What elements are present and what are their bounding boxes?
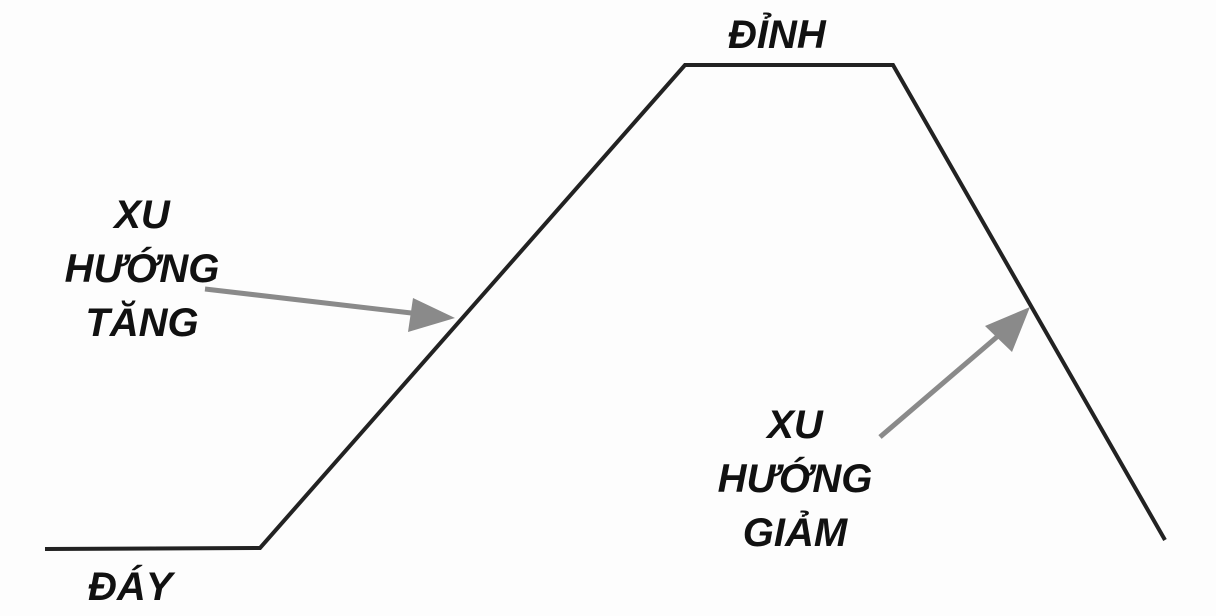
- downtrend-arrow: [878, 307, 1030, 439]
- uptrend-label-line: TĂNG: [85, 301, 199, 345]
- downtrend-label: XU HƯỚNG GIẢM: [700, 398, 890, 560]
- uptrend-label-line: HƯỚNG: [64, 247, 220, 291]
- downtrend-label-line: HƯỚNG: [717, 457, 873, 501]
- price-trend-line: [44, 63, 1167, 551]
- uptrend-arrow: [204, 286, 455, 332]
- uptrend-label-line: XU: [114, 193, 170, 237]
- downtrend-label-line: XU: [767, 403, 823, 447]
- downtrend-label-line: GIẢM: [742, 511, 848, 555]
- bottom-label: ĐÁY: [88, 565, 173, 609]
- uptrend-label: XU HƯỚNG TĂNG: [62, 188, 222, 350]
- peak-label: ĐỈNH: [728, 13, 826, 57]
